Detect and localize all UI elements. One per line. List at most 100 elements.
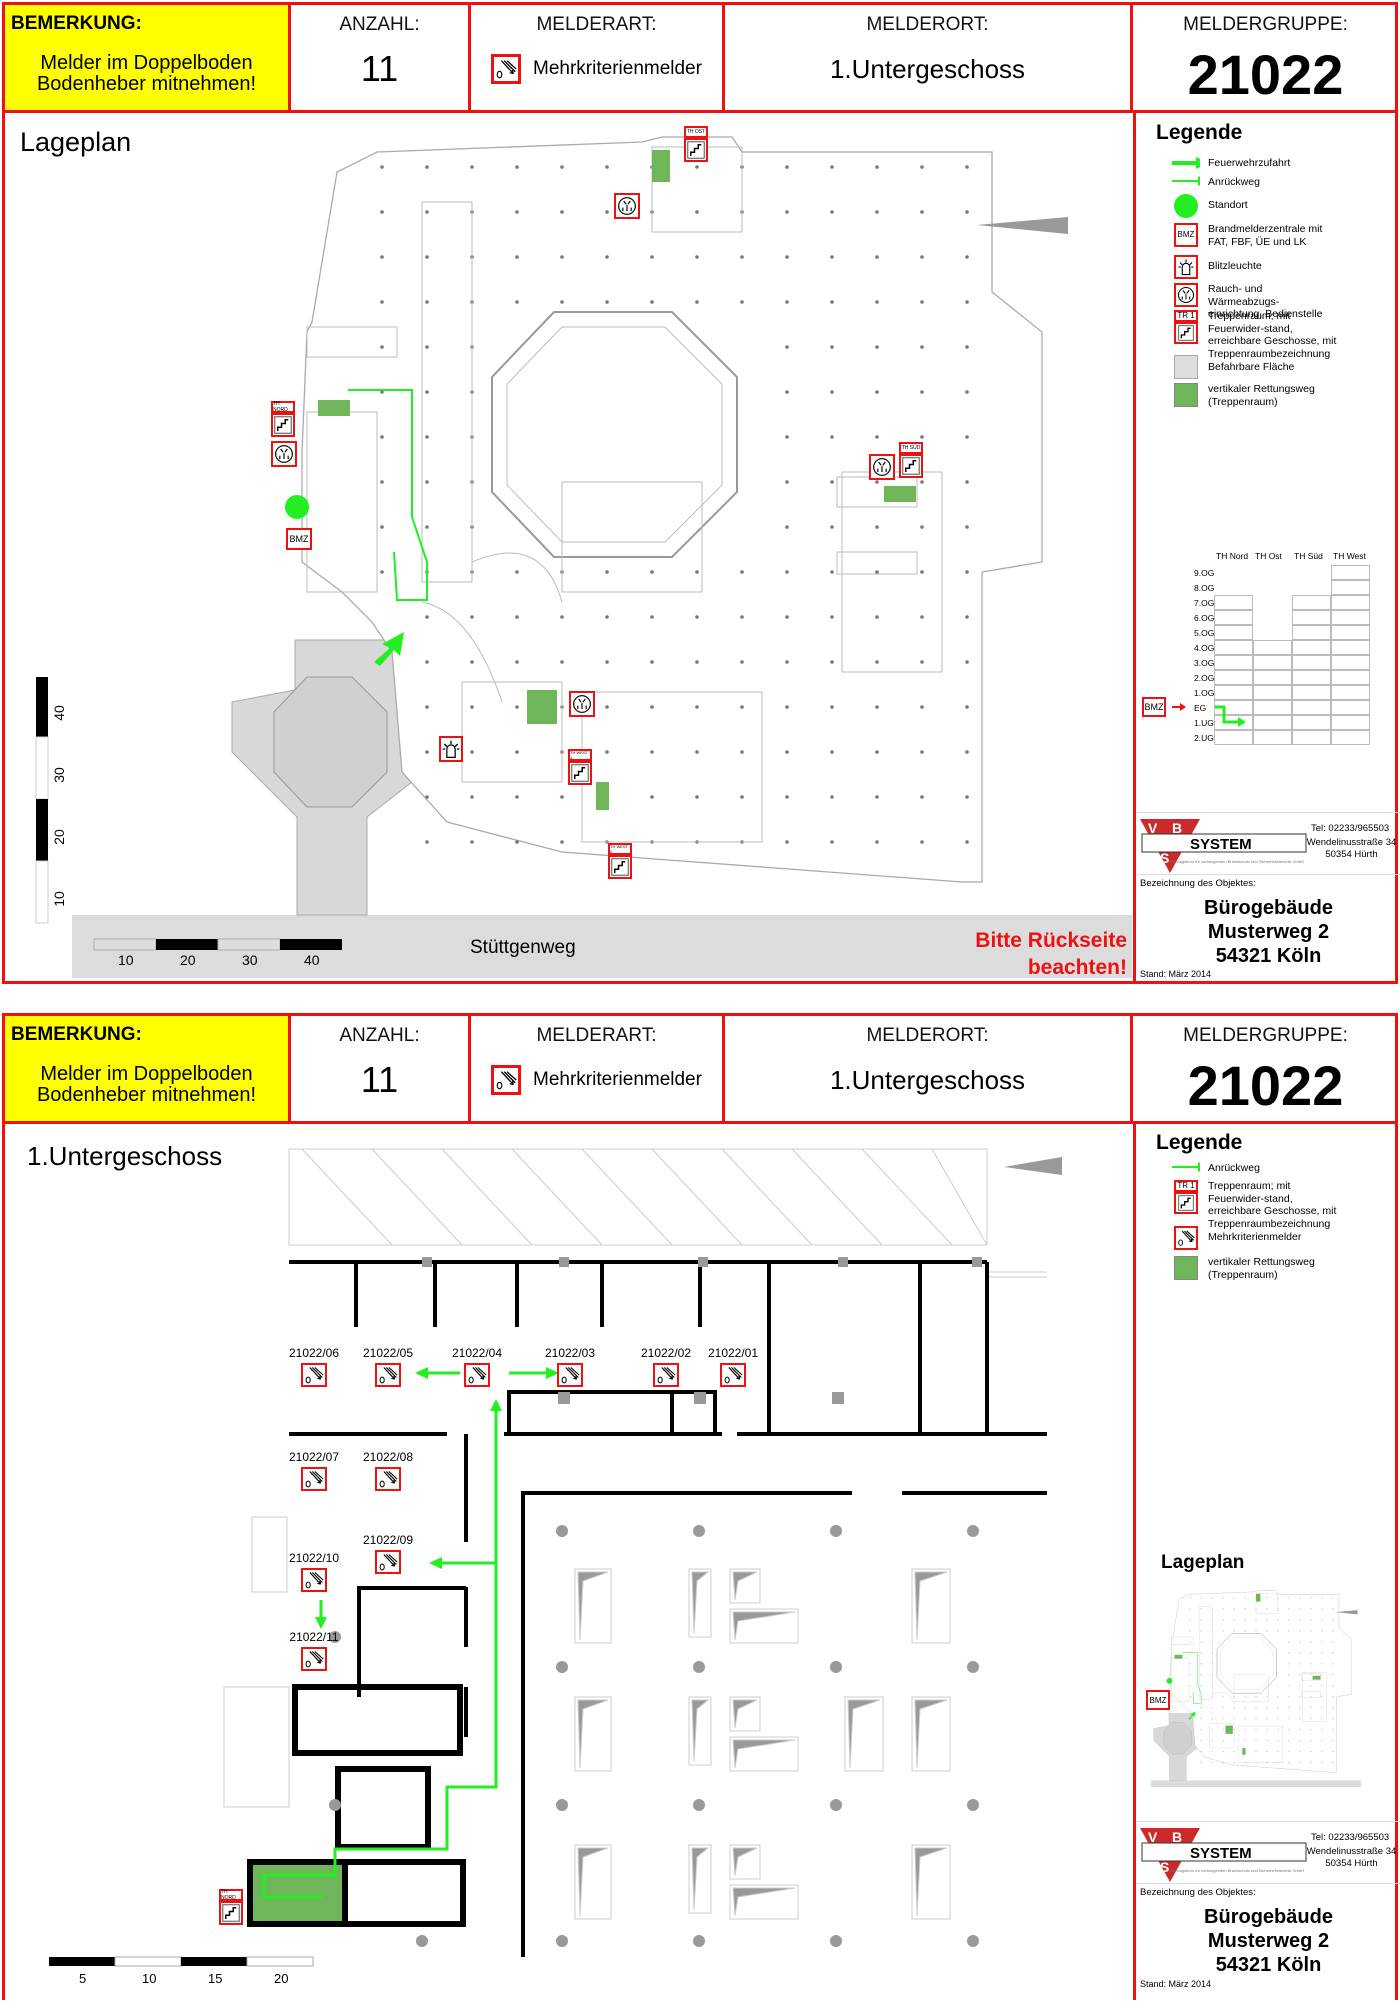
detector-icon[interactable] bbox=[375, 1550, 401, 1574]
floor-table-cell bbox=[1331, 565, 1370, 580]
stairwell-icon bbox=[271, 413, 295, 437]
drivable-area-swatch bbox=[1174, 355, 1198, 379]
v-scale-label: 40 bbox=[50, 705, 67, 721]
detector-label: 21022/06 bbox=[288, 1346, 340, 1360]
detector-type-label: MELDERART: bbox=[536, 14, 657, 35]
north-arrow-icon bbox=[977, 217, 1068, 234]
floor-table-row-label: 1.OG bbox=[1194, 688, 1215, 698]
floor-table-cell bbox=[1253, 715, 1292, 730]
floor-table-cell bbox=[1214, 670, 1253, 685]
map-title: Lageplan bbox=[20, 127, 132, 157]
detector-icon[interactable] bbox=[301, 1568, 327, 1592]
floor-title: 1.Untergeschoss bbox=[27, 1141, 223, 1171]
detector-icon[interactable] bbox=[653, 1363, 679, 1387]
location-label: MELDERORT: bbox=[866, 14, 989, 35]
floor-table-cell bbox=[1253, 730, 1292, 745]
company-street: Wendelinusstraße 34 bbox=[1306, 1846, 1397, 1857]
smoke-vent-icon bbox=[1174, 283, 1198, 307]
group-label: MELDERGRUPPE: bbox=[1183, 1025, 1348, 1046]
h-scale-label: 40 bbox=[304, 952, 320, 968]
legend-item: Anrückweg bbox=[1172, 1162, 1260, 1175]
detector-type-cell: MELDERART: Mehrkriterienmelder bbox=[471, 5, 725, 113]
floor-table-cell bbox=[1331, 640, 1370, 655]
smoke-vent-icon bbox=[869, 454, 895, 480]
detector-icon[interactable] bbox=[375, 1363, 401, 1387]
count-label: ANZAHL: bbox=[339, 14, 420, 35]
detector-icon[interactable] bbox=[464, 1363, 490, 1387]
detector-label: 21022/03 bbox=[544, 1346, 596, 1360]
remark-label: BEMERKUNG: bbox=[11, 13, 142, 34]
escape-route-swatch bbox=[1174, 383, 1198, 407]
location-dot-icon bbox=[1174, 194, 1198, 218]
stairwell-tag-icon: TR 1 bbox=[1174, 1180, 1198, 1192]
detector-type-cell: MELDERART: Mehrkriterienmelder bbox=[471, 1016, 725, 1124]
floor-table-column-header: TH Ost bbox=[1255, 551, 1282, 561]
detector-label: 21022/11 bbox=[289, 1630, 339, 1644]
floor-table-column-header: TH Süd bbox=[1294, 551, 1323, 561]
notice-line-1: Bitte Rückseite bbox=[975, 929, 1127, 952]
stairwell-icon bbox=[568, 761, 592, 785]
legend-item: Blitzleuchte bbox=[1172, 255, 1262, 279]
group-label: MELDERGRUPPE: bbox=[1183, 14, 1348, 35]
remark-line-1: Melder im Doppelboden bbox=[40, 52, 253, 74]
stairwell-icon bbox=[608, 855, 632, 879]
location-value: 1.Untergeschoss bbox=[829, 1065, 1026, 1095]
detector-icon[interactable] bbox=[720, 1363, 746, 1387]
detector-icon[interactable] bbox=[557, 1363, 583, 1387]
detector-icon[interactable] bbox=[301, 1363, 327, 1387]
floor-table-cell bbox=[1292, 640, 1331, 655]
floor-table-cell bbox=[1214, 655, 1253, 670]
floor-table-cell bbox=[1331, 610, 1370, 625]
minimap-title: Lageplan bbox=[1161, 1552, 1245, 1573]
detector-label: 21022/05 bbox=[362, 1346, 414, 1360]
detector-label: 21022/02 bbox=[640, 1346, 692, 1360]
svg-text:V: V bbox=[1148, 1829, 1158, 1845]
object-line-3: 54321 Köln bbox=[1215, 1954, 1322, 1976]
notice-line-2: beachten! bbox=[1027, 956, 1127, 979]
floor-table-row-label: 5.OG bbox=[1194, 628, 1215, 638]
remark-label: BEMERKUNG: bbox=[11, 1024, 142, 1045]
floor-table-cell bbox=[1214, 730, 1253, 745]
scale-bar bbox=[49, 1956, 314, 1967]
bmz-icon: BMZ bbox=[1174, 223, 1198, 247]
floor-table-row-label: EG bbox=[1194, 703, 1207, 713]
detector-icon bbox=[491, 1065, 522, 1095]
h-scale-label: 20 bbox=[180, 952, 196, 968]
detector-type-label: MELDERART: bbox=[536, 1025, 657, 1046]
detector-icon[interactable] bbox=[375, 1467, 401, 1491]
detector-icon[interactable] bbox=[301, 1467, 327, 1491]
detector-icon[interactable] bbox=[301, 1647, 327, 1671]
scale-label: 20 bbox=[274, 1971, 289, 1986]
object-label: Bezeichnung des Objektes: bbox=[1140, 1887, 1256, 1898]
h-scale-label: 10 bbox=[118, 952, 134, 968]
stair-tag-west-1: TH WEST 1 bbox=[568, 749, 592, 761]
site-plan bbox=[35, 136, 1132, 978]
approach-arrow-icon bbox=[1172, 176, 1200, 186]
stairwell-tag-icon: TR 1 bbox=[1174, 310, 1198, 322]
smoke-vent-icon bbox=[569, 691, 595, 717]
floor-table-cell bbox=[1331, 625, 1370, 640]
detector-label: 21022/04 bbox=[451, 1346, 503, 1360]
smoke-vent-icon bbox=[271, 441, 297, 467]
floor-table-cell bbox=[1253, 655, 1292, 670]
count-label: ANZAHL: bbox=[339, 1025, 420, 1046]
detector-type-value: Mehrkriterienmelder bbox=[533, 58, 702, 79]
company-logo: V B S SYSTEM Planungsbüro für vorbeugend… bbox=[1140, 819, 1307, 873]
object-line-1: Bürogebäude bbox=[1204, 897, 1333, 919]
floor-table-cell bbox=[1292, 715, 1331, 730]
bmz-marker: BMZ bbox=[1146, 1690, 1170, 1710]
beacon-icon bbox=[439, 736, 463, 762]
legend-title: Legende bbox=[1156, 1131, 1243, 1154]
stairwell-icon bbox=[1174, 1192, 1198, 1214]
vertical-scale-bar bbox=[35, 677, 49, 924]
legend-item: Rauch- und Wärmeabzugs-einrichtung, Bedi… bbox=[1172, 283, 1333, 321]
site-plan-minimap bbox=[1151, 1590, 1361, 1787]
bmz-marker: BMZ bbox=[286, 528, 312, 550]
detector-icon bbox=[1174, 1226, 1198, 1250]
count-value: 11 bbox=[360, 1059, 399, 1100]
escape-route-swatch bbox=[1174, 1256, 1198, 1280]
floor-table-row-label: 7.OG bbox=[1194, 598, 1215, 608]
